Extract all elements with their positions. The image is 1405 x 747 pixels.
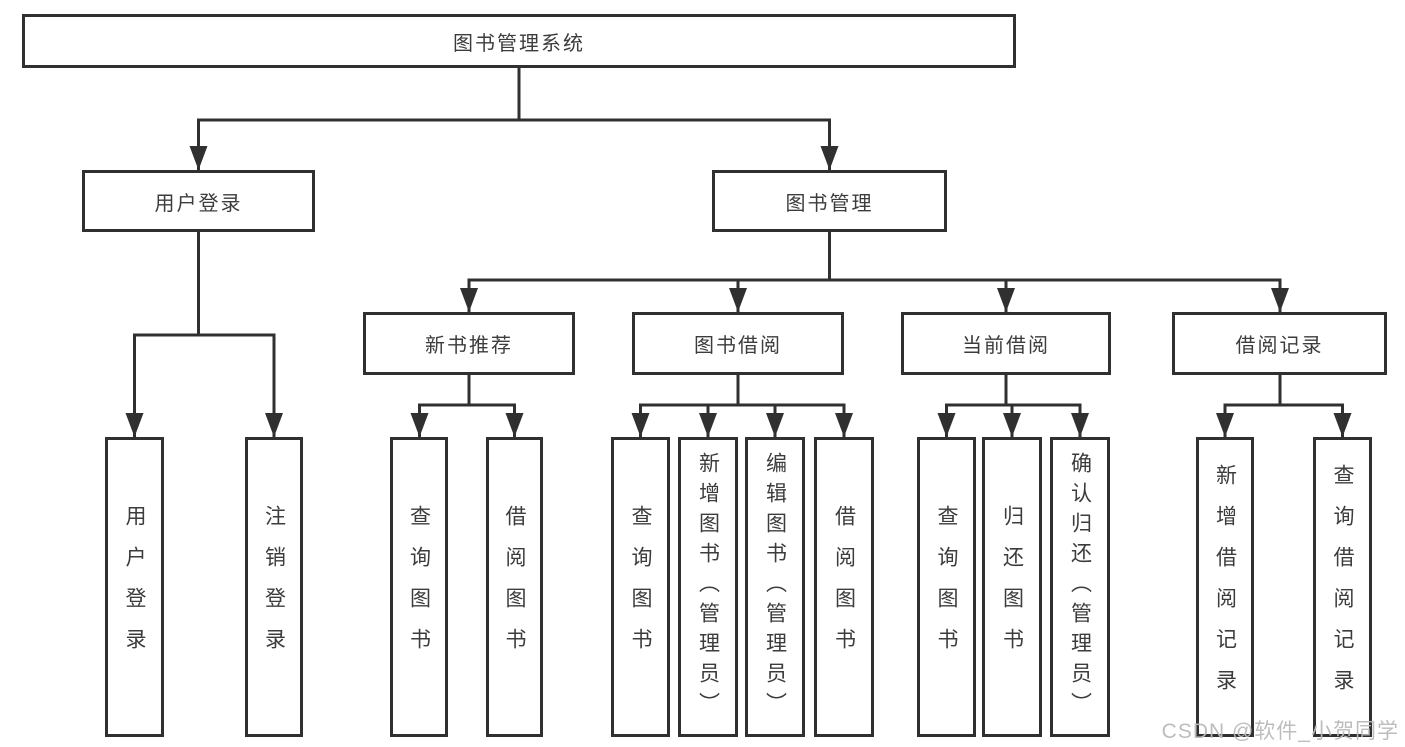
- leaf-add-books-admin: 新增图书（管理员）: [678, 437, 738, 737]
- leaf-borrow-books: 借阅图书: [814, 437, 874, 737]
- leaf-user-login: 用户登录: [105, 437, 164, 737]
- leaf-borrow-query-books: 查询图书: [611, 437, 670, 737]
- leaf-edit-books-admin: 编辑图书（管理员）: [745, 437, 805, 737]
- node-root-library-system: 图书管理系统: [22, 14, 1016, 68]
- leaf-current-query-books: 查询图书: [917, 437, 976, 737]
- leaf-confirm-return-admin: 确认归还（管理员）: [1050, 437, 1110, 737]
- node-user-login: 用户登录: [82, 170, 315, 232]
- csdn-watermark: CSDN @软件_小贺同学: [1161, 720, 1399, 743]
- node-book-management: 图书管理: [712, 170, 947, 232]
- leaf-add-borrow-record: 新增借阅记录: [1196, 437, 1254, 737]
- leaf-return-books: 归还图书: [982, 437, 1042, 737]
- leaf-recommend-borrow-books: 借阅图书: [486, 437, 543, 737]
- node-current-borrow: 当前借阅: [901, 312, 1111, 375]
- node-new-book-recommend: 新书推荐: [363, 312, 575, 375]
- node-book-borrow: 图书借阅: [632, 312, 844, 375]
- node-borrow-records: 借阅记录: [1172, 312, 1387, 375]
- leaf-recommend-query-books: 查询图书: [390, 437, 448, 737]
- leaf-query-borrow-record: 查询借阅记录: [1313, 437, 1372, 737]
- leaf-logout: 注销登录: [245, 437, 303, 737]
